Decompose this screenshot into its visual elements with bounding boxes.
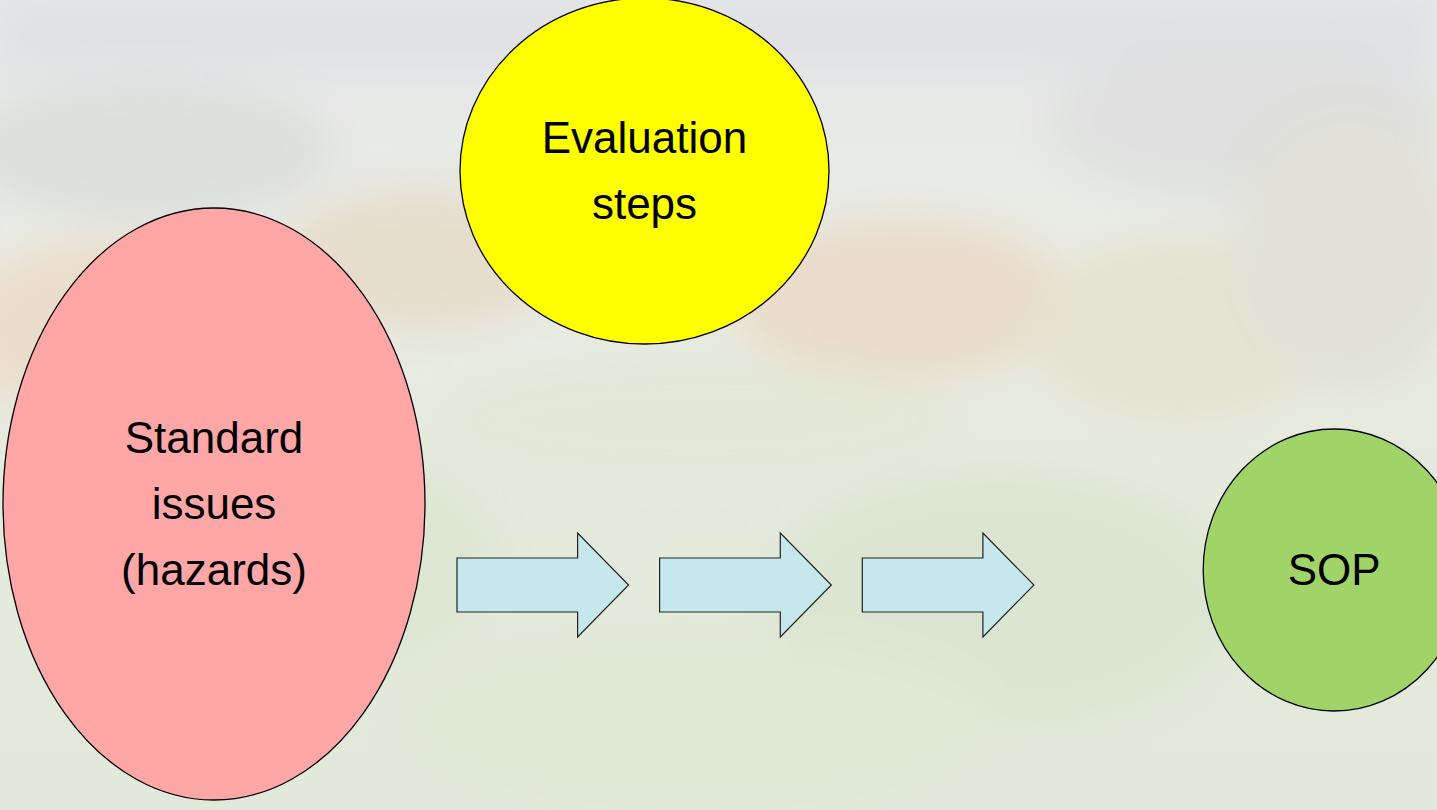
text-holder: Evaluation steps — [457, 0, 832, 345]
block-arrow-connector — [457, 533, 1034, 637]
block-arrow — [862, 533, 1034, 637]
pink-ellipse: Standard issues (hazards) — [2, 207, 426, 801]
node-label: Evaluation steps — [520, 105, 770, 237]
node-label: SOP — [1224, 537, 1437, 603]
green-circle: SOP — [1168, 428, 1437, 712]
text-holder: SOP — [1168, 428, 1437, 712]
block-arrow — [660, 533, 832, 637]
yellow-ellipse: Evaluation steps — [457, 0, 832, 345]
block-arrow — [457, 533, 629, 637]
ellipse-outline — [457, 0, 832, 345]
text-holder: Standard issues (hazards) — [2, 207, 426, 801]
node-label: Standard issues (hazards) — [89, 405, 339, 603]
